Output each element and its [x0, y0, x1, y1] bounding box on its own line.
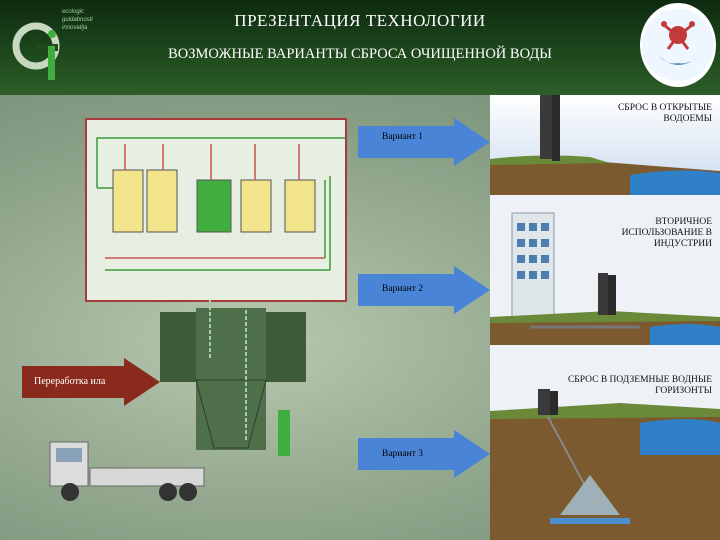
header-banner: ecologic guidabnosti innovatija ПРЕЗЕНТА…: [0, 0, 720, 95]
emblem-icon: [640, 3, 716, 87]
open-water-label: СБРОС В ОТКРЫТЫЕ ВОДОЕМЫ: [617, 103, 712, 124]
open-water-panel: СБРОС В ОТКРЫТЫЕ ВОДОЕМЫ: [490, 95, 720, 195]
variant2-label: Вариант 2: [382, 284, 423, 294]
underground-panel: СБРОС В ПОДЗЕМНЫЕ ВОДНЫЕ ГОРИЗОНТЫ: [490, 345, 720, 540]
industry-panel: ВТОРИЧНОЕ ИСПОЛЬЗОВАНИЕ В ИНДУСТРИИ: [490, 195, 720, 345]
underground-label: СБРОС В ПОДЗЕМНЫЕ ВОДНЫЕ ГОРИЗОНТЫ: [567, 375, 712, 396]
sludge-apparatus-icon: [160, 300, 306, 456]
process-frame: [85, 118, 347, 302]
presentation-title: ПРЕЗЕНТАЦИЯ ТЕХНОЛОГИИ: [234, 11, 486, 30]
variant3-arrow: [358, 430, 490, 478]
industry-label: ВТОРИЧНОЕ ИСПОЛЬЗОВАНИЕ В ИНДУСТРИИ: [621, 217, 712, 249]
variant2-arrow: [358, 266, 490, 314]
truck-icon: [49, 441, 205, 501]
logo-tagline: ecologic guidabnosti innovatija: [62, 9, 93, 31]
page-subtitle: ВОЗМОЖНЫЕ ВАРИАНТЫ СБРОСА ОЧИЩЕННОЙ ВОДЫ: [168, 46, 552, 62]
sludge-label: Переработка ила: [34, 376, 106, 387]
gi-logo-icon: [12, 22, 60, 80]
sludge-arrow: [22, 358, 160, 406]
variant1-arrow: [358, 118, 490, 166]
variant1-label: Вариант 1: [382, 132, 423, 142]
variant3-label: Вариант 3: [382, 449, 423, 459]
